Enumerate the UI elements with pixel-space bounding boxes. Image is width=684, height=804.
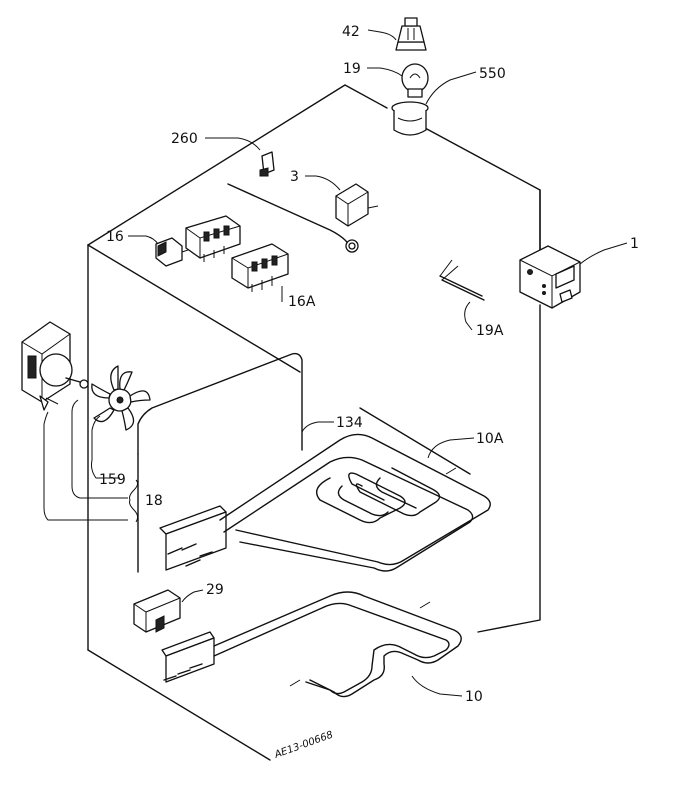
label-16a: 16A — [288, 294, 316, 310]
label-3: 3 — [290, 169, 299, 185]
thermostat-part — [227, 183, 379, 253]
label-134: 134 — [336, 415, 363, 431]
terminal-block-16a-part — [231, 243, 289, 292]
drawing-code: AE13-00668 — [272, 730, 334, 762]
label-10: 10 — [465, 689, 483, 705]
label-29: 29 — [206, 582, 224, 598]
fan-motor-part — [21, 321, 81, 411]
leader-lines — [43, 29, 628, 697]
label-19: 19 — [343, 61, 361, 77]
label-1: 1 — [630, 236, 639, 252]
back-panel-part — [137, 352, 303, 573]
lamp-bulb-part — [401, 63, 429, 98]
lamp-holder-part — [391, 101, 429, 136]
label-159: 159 — [99, 472, 126, 488]
lamp-cap-part — [395, 17, 427, 51]
grill-element-part — [159, 433, 491, 572]
fan-blade-part — [79, 365, 151, 431]
connector-box-part — [133, 589, 181, 633]
label-16: 16 — [106, 229, 124, 245]
probe-part — [439, 259, 485, 301]
clip-part — [259, 151, 275, 177]
oven-cabinet-outline — [87, 84, 541, 761]
terminal-block-part — [185, 215, 241, 262]
label-10a: 10A — [476, 431, 504, 447]
label-550: 550 — [479, 66, 506, 82]
switch-part — [155, 237, 189, 267]
label-19a: 19A — [476, 323, 504, 339]
label-260: 260 — [171, 131, 198, 147]
label-42: 42 — [342, 24, 360, 40]
timer-part — [519, 245, 581, 309]
label-18: 18 — [145, 493, 163, 509]
bottom-element-part — [161, 591, 462, 698]
